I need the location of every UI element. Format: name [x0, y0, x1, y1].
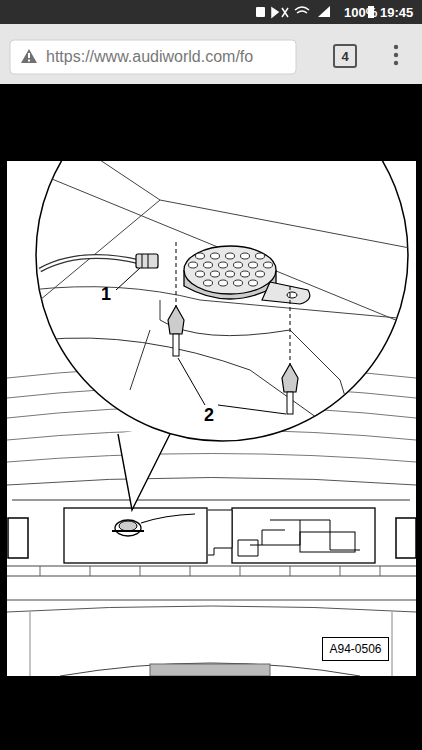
- url-text: https://www.audiworld.com/fo: [46, 48, 253, 66]
- signal-icon: [318, 6, 330, 17]
- box-text: A94-0506: [329, 642, 381, 656]
- pointer: [118, 422, 176, 510]
- panel-contour: [160, 300, 360, 445]
- battery-level: 100%: [344, 5, 377, 20]
- panel-opening: [232, 508, 375, 563]
- clip-pin: [282, 364, 298, 392]
- connector: [136, 254, 158, 268]
- menu-dot: [394, 45, 398, 49]
- callout-number: 2: [204, 405, 214, 426]
- callout-number: 1: [101, 284, 111, 305]
- warning-icon: [21, 49, 37, 63]
- grille: [150, 664, 270, 676]
- address-bar: [0, 24, 422, 84]
- status-bar: [0, 0, 422, 24]
- status-icon: [256, 7, 265, 17]
- tab-count-box: 4: [333, 44, 357, 68]
- clock-time: 19:45: [380, 5, 413, 20]
- buzzer-tab: [262, 282, 310, 304]
- detail-circle: [36, 161, 408, 441]
- url-field: [10, 40, 296, 74]
- panel-edge: [12, 500, 410, 501]
- leader-line: [116, 268, 140, 290]
- buzzer-small: [115, 520, 141, 536]
- panel-opening: [64, 508, 207, 563]
- wire: [40, 257, 140, 270]
- leader-line: [178, 358, 205, 405]
- leader-line: [218, 405, 286, 414]
- mute-icon: [272, 8, 288, 17]
- box-text: 4: [341, 49, 348, 64]
- figure-number-box: A94-0506: [322, 637, 389, 661]
- clip-pin: [168, 306, 184, 334]
- wifi-icon: [295, 7, 309, 13]
